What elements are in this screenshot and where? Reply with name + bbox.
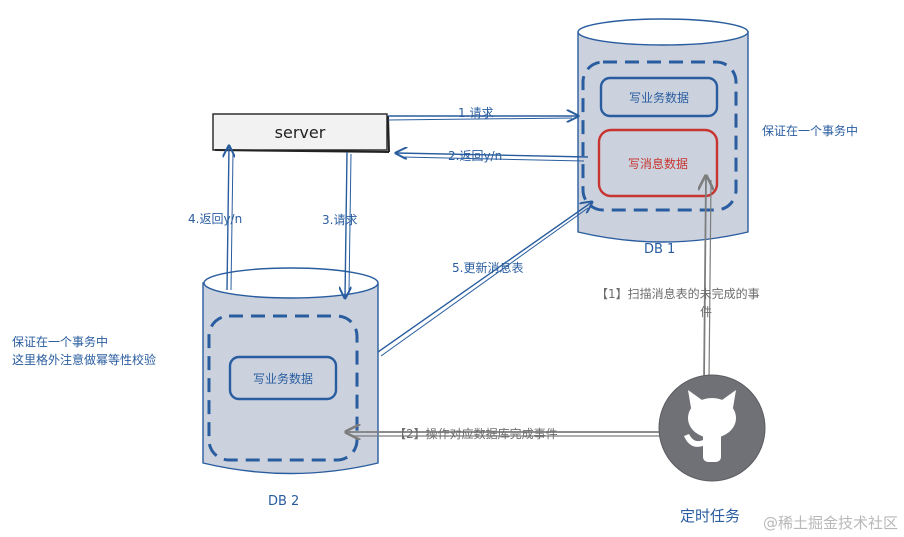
scheduler-label: 定时任务 (680, 507, 741, 525)
label-request-1: 1.请求 (458, 106, 494, 120)
db2-business-box-label: 写业务数据 (252, 371, 313, 386)
label-request-3: 3.请求 (322, 213, 358, 227)
label-scan-1: 【1】扫描消息表的未完成的事 (596, 287, 760, 301)
arrow-return-4 (227, 146, 233, 291)
server-box (212, 113, 390, 153)
watermark: @稀土掘金技术社区 (762, 514, 898, 532)
github-octocat-icon (658, 374, 766, 482)
label-update-5: 5.更新消息表 (452, 261, 524, 275)
arrow-scan-1 (704, 176, 711, 383)
db2-title: DB 2 (268, 494, 300, 509)
db1-message-box-label: 写消息数据 (627, 156, 688, 171)
arrow-return-2 (396, 153, 589, 162)
db2-cylinder (202, 267, 379, 475)
db1-transaction-note: 保证在一个事务中 (762, 124, 859, 138)
arrow-complete-2 (346, 432, 662, 436)
arrow-update-5 (377, 202, 592, 357)
label-return-2: 2.返回y/n (448, 149, 503, 163)
db1-business-box-label: 写业务数据 (628, 90, 689, 105)
arrow-request-3 (345, 151, 352, 298)
db2-idempotency-note: 这里格外注意做幂等性校验 (12, 353, 157, 367)
label-scan-1-cont: 件 (700, 305, 713, 319)
arrow-request-1 (387, 116, 578, 120)
db2-transaction-note: 保证在一个事务中 (12, 335, 109, 349)
label-return-4: 4.返回y/n (188, 212, 243, 226)
db1-title: DB 1 (644, 242, 676, 257)
server-label: server (274, 122, 326, 142)
label-complete-2: 【2】操作对应数据库完成事件 (394, 427, 558, 441)
